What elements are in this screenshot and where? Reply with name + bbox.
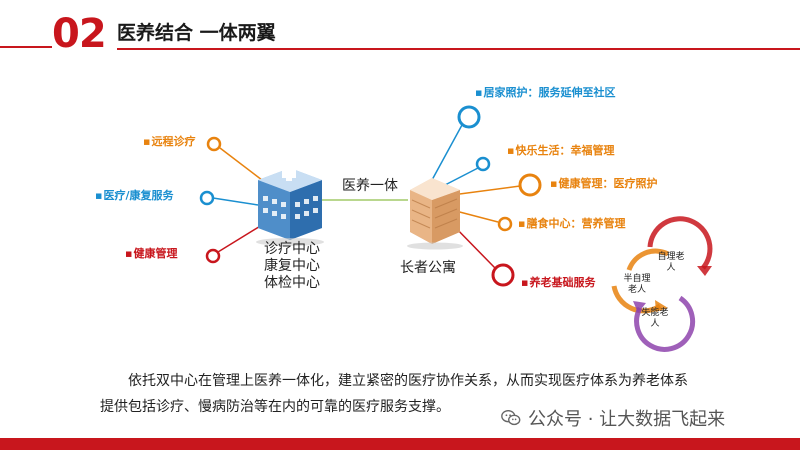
cycle-item-label: 失能老人	[641, 308, 669, 329]
left-branch-label: ▪远程诊疗	[143, 135, 196, 148]
right-branch-diet	[451, 209, 513, 232]
apartment-building-icon	[407, 178, 463, 250]
right-branch-label: ▪快乐生活：幸福管理	[507, 144, 615, 157]
right-branch-health	[451, 173, 542, 197]
section-number: 02	[52, 11, 107, 57]
hospital-building-icon	[256, 165, 324, 246]
left-branch-medical	[199, 190, 259, 206]
header-accent-line	[0, 46, 52, 48]
body-paragraph: 依托双中心在管理上医养一体化，建立紧密的医疗协作关系，从而实现医疗体系为养老体系…	[100, 373, 688, 415]
right-hub-label: 长者公寓	[400, 260, 456, 276]
footer-bar	[0, 438, 800, 450]
right-branch-home	[431, 105, 481, 181]
left-branch-remote	[206, 136, 263, 181]
left-branch-label: ▪健康管理	[125, 247, 178, 260]
watermark-text: 公众号 · 让大数据飞起来	[528, 409, 726, 430]
right-branch-happy	[444, 156, 491, 186]
right-branch-label: ▪健康管理：医疗照护	[550, 177, 658, 190]
right-branch-label: ▪膳食中心：营养管理	[518, 217, 626, 230]
header-underline	[117, 48, 800, 50]
page-title: 医养结合 一体两翼	[117, 22, 276, 44]
watermark: 公众号 · 让大数据飞起来	[500, 405, 725, 431]
left-hub-lines: 诊疗中心 康复中心 体检中心	[264, 241, 320, 291]
right-branch-label: ▪居家照护：服务延伸至社区	[475, 86, 616, 99]
link-label: 医养一体	[342, 178, 398, 194]
wechat-icon	[501, 409, 521, 426]
care-cycle-diagram	[611, 216, 713, 352]
left-branch-health	[205, 224, 263, 264]
right-branch-label: ▪养老基础服务	[521, 276, 596, 289]
cycle-item-label: 半自理老人	[623, 274, 651, 295]
left-branch-label: ▪医疗/康复服务	[95, 189, 174, 202]
cycle-item-label: 自理老人	[657, 252, 685, 273]
